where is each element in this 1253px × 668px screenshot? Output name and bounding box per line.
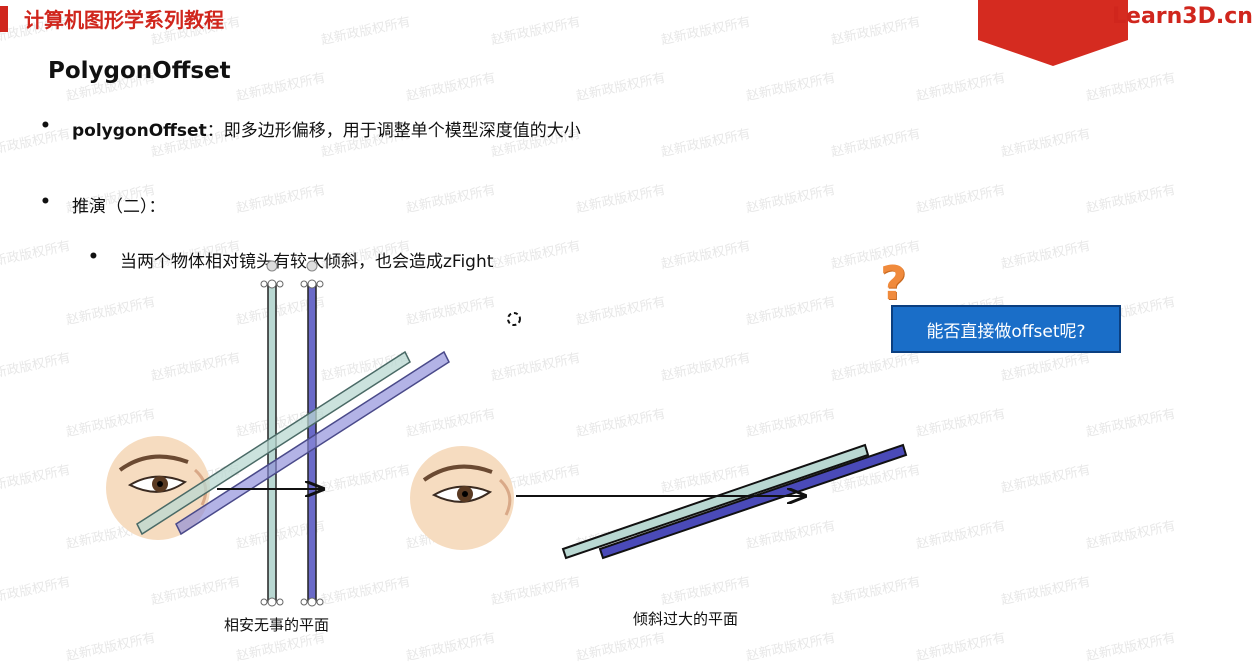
bullet-text: ：即多边形偏移，用于调整单个模型深度值的大小 [206, 121, 581, 141]
bullet-text: 当两个物体相对镜头有较大倾斜，也会造成zFight [120, 252, 494, 272]
brand-logo-text: Learn3D.cn [1112, 4, 1253, 29]
bullet-polygon-offset: • polygonOffset：即多边形偏移，用于调整单个模型深度值的大小 [40, 116, 581, 141]
series-title: 计算机图形学系列教程 [24, 8, 224, 32]
sub-bullet-zfight: • 当两个物体相对镜头有较大倾斜，也会造成zFight [88, 247, 494, 272]
slide-title: PolygonOffset [48, 58, 231, 84]
bullet-glyph: • [40, 192, 51, 212]
series-accent-bar [0, 6, 8, 32]
caption-safe-planes: 相安无事的平面 [224, 616, 330, 634]
bullet-keyword: polygonOffset [72, 121, 207, 141]
bullet-derivation: • 推演（二）： [40, 192, 166, 217]
bullet-glyph: • [40, 116, 51, 136]
offset-question-callout: 能否直接做offset呢? [891, 305, 1121, 353]
bullet-text: 推演（二）： [72, 197, 166, 217]
callout-text: 能否直接做offset呢? [926, 321, 1086, 342]
bullet-glyph: • [88, 247, 99, 267]
eye-icon [106, 436, 210, 540]
loading-cursor-icon [507, 312, 521, 326]
tilted-plane-light-left [136, 350, 411, 536]
caption-tilted-planes: 倾斜过大的平面 [633, 610, 739, 628]
question-mark-icon: ? [880, 256, 907, 310]
eye-icon [410, 446, 514, 550]
tilted-plane-light-right [561, 443, 870, 560]
brand-banner-shape [978, 0, 1128, 66]
tilted-plane-dark-right [598, 443, 908, 560]
